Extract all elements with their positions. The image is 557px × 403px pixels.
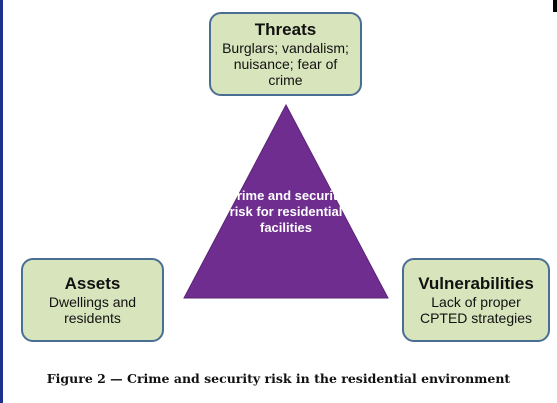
vulnerabilities-title: Vulnerabilities — [418, 274, 534, 293]
threats-title: Threats — [254, 20, 317, 39]
center-risk-label: Crime and security risk for residential … — [227, 188, 345, 235]
page-corner-mark — [553, 0, 557, 12]
assets-title: Assets — [64, 274, 121, 293]
figure-caption: Figure 2 — Crime and security risk in th… — [46, 371, 511, 386]
threats-box: Threats Burglars; vandalism; nuisance; f… — [209, 12, 362, 96]
vulnerabilities-description: Lack of proper CPTED strategies — [419, 294, 533, 326]
assets-box: Assets Dwellings and residents — [21, 258, 164, 342]
page-left-border — [0, 0, 3, 403]
vulnerabilities-box: Vulnerabilities Lack of proper CPTED str… — [402, 258, 550, 342]
threats-description: Burglars; vandalism; nuisance; fear of c… — [222, 40, 349, 88]
assets-description: Dwellings and residents — [48, 294, 137, 326]
